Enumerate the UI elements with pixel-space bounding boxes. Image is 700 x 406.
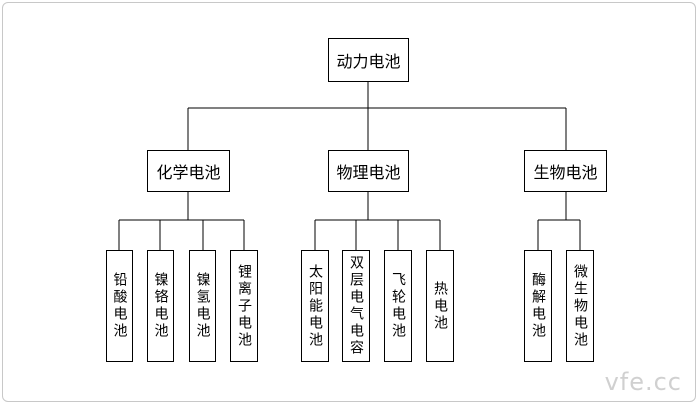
leaf-node-label: 热电池 [432,280,448,332]
watermark: vfe.cc [604,368,682,396]
leaf-node-label: 铅酸电池 [111,272,128,340]
branch-node-biological: 生物电池 [524,150,607,192]
leaf-node: 酶解电池 [524,250,552,362]
leaf-node-label: 镍铬电池 [152,272,169,340]
diagram-frame [2,2,696,402]
leaf-node: 飞轮电池 [384,250,412,362]
leaf-node-label: 飞轮电池 [390,272,406,340]
leaf-node-label: 镍氢电池 [194,272,211,340]
leaf-node-label: 锂离子电池 [236,263,252,349]
branch-node-label: 化学电池 [156,163,221,182]
leaf-node: 双层电气电容 [342,250,370,362]
branch-node-label: 生物电池 [533,163,598,182]
leaf-node: 铅酸电池 [106,250,133,362]
leaf-node-label: 太阳能电池 [307,263,323,349]
branch-node-label: 物理电池 [336,163,401,182]
branch-node-physical: 物理电池 [328,150,409,192]
leaf-node-label: 双层电气电容 [348,255,364,357]
leaf-node: 微生物电池 [566,250,594,362]
leaf-node: 热电池 [426,250,454,362]
leaf-node: 太阳能电池 [301,250,329,362]
leaf-node: 锂离子电池 [230,250,258,362]
branch-node-chemical: 化学电池 [147,150,230,192]
leaf-node: 镍氢电池 [189,250,216,362]
root-node: 动力电池 [328,38,409,82]
leaf-node: 镍铬电池 [147,250,174,362]
root-node-label: 动力电池 [336,52,401,71]
leaf-node-label: 酶解电池 [530,272,546,340]
leaf-node-label: 微生物电池 [572,263,588,349]
